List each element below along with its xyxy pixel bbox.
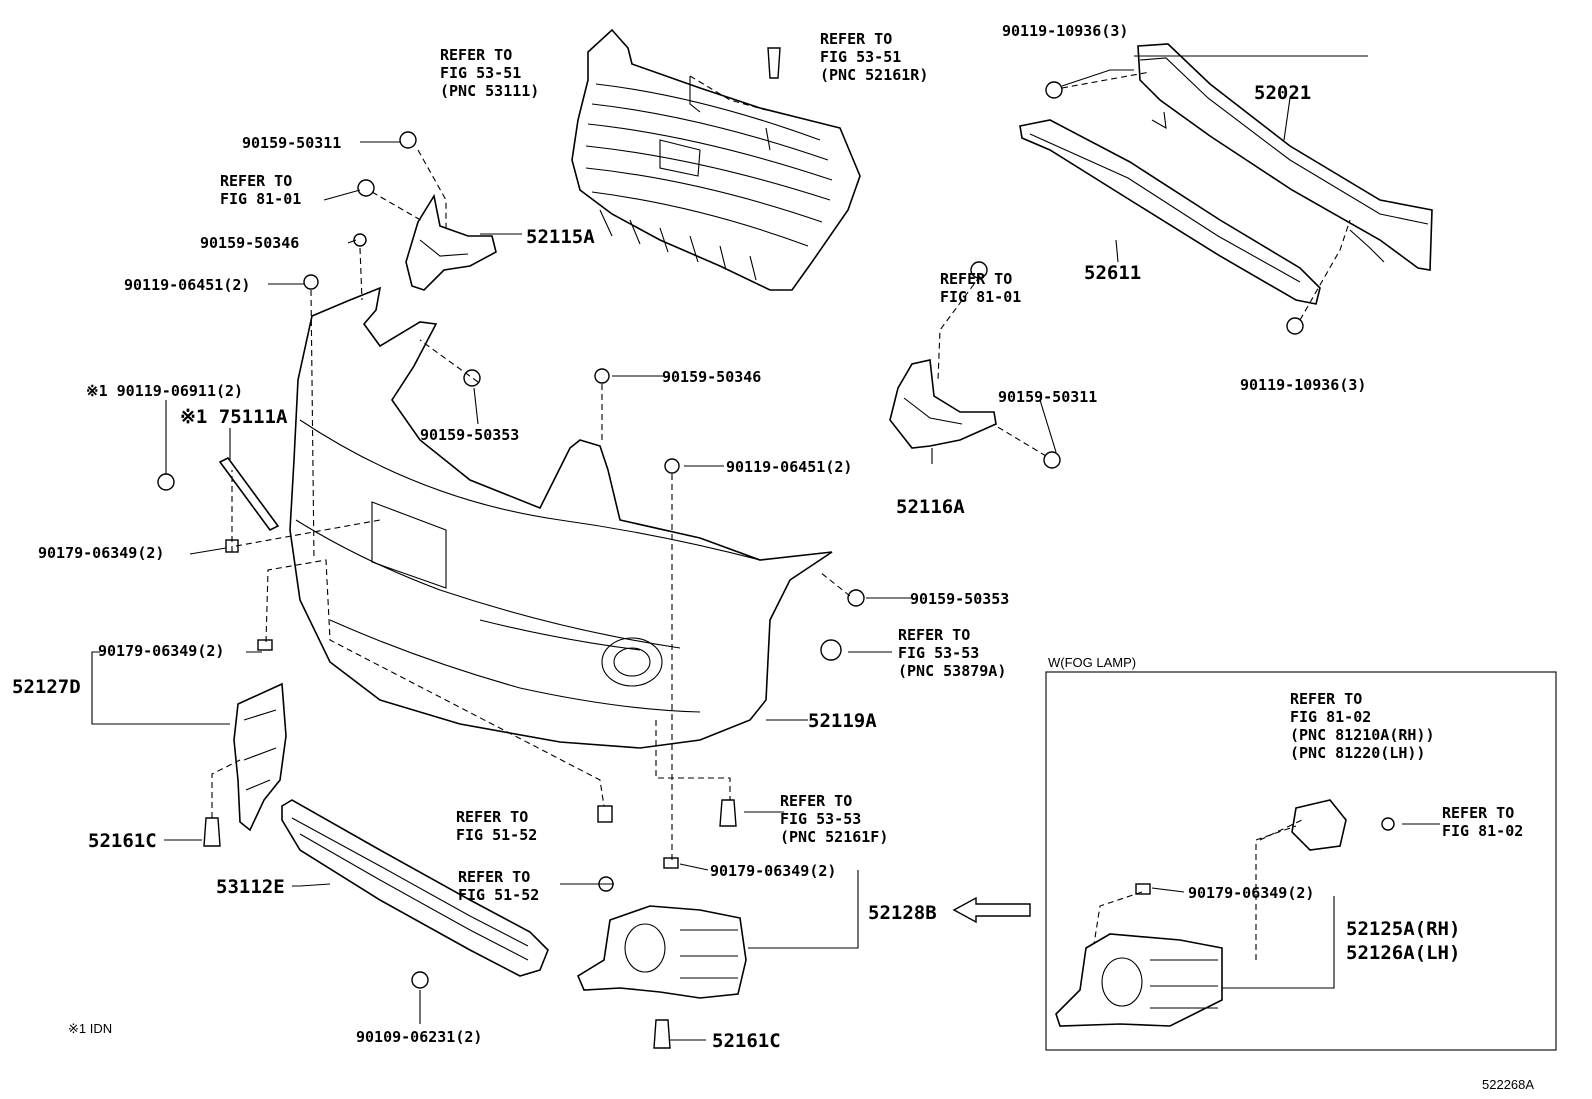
lower-grille xyxy=(281,799,549,977)
footnote: ※1 IDN xyxy=(68,1021,113,1036)
label-90179-06349-a: 90179-06349(2) xyxy=(38,544,165,562)
label-90119-06911: ※1 90119-06911(2) xyxy=(86,382,244,400)
label-90159-50311-left: 90159-50311 xyxy=(242,134,342,152)
label-90119-10936-bottom: 90119-10936(3) xyxy=(1240,376,1367,394)
label-90159-50353-left: 90159-50353 xyxy=(420,426,520,444)
bumper-cover xyxy=(289,286,833,749)
inset-title: W(FOG LAMP) xyxy=(1048,655,1137,670)
bumper-retainer-left xyxy=(405,193,497,291)
assembly-guides xyxy=(211,71,1351,860)
diagram-id: 522268A xyxy=(1482,1077,1535,1092)
license-bracket xyxy=(218,456,280,532)
label-52021: 52021 xyxy=(1254,82,1312,104)
leader-lines xyxy=(91,55,1440,1041)
arrow-left-icon xyxy=(952,896,1031,924)
bumper-reinforcement xyxy=(1137,43,1433,271)
label-52161C-bottom: 52161C xyxy=(712,1030,781,1052)
label-90159-50346-mid: 90159-50346 xyxy=(662,368,762,386)
label-52125A: 52125A(RH) xyxy=(1346,918,1461,940)
label-52115A: 52115A xyxy=(526,226,595,248)
label-90119-06451-mid: 90119-06451(2) xyxy=(726,458,853,476)
bumper-absorber xyxy=(1019,119,1321,305)
label-90159-50353-right: 90159-50353 xyxy=(910,590,1010,608)
fasteners xyxy=(157,47,1304,1049)
label-90179-06349-d: 90179-06349(2) xyxy=(1188,884,1315,902)
label-52119A: 52119A xyxy=(808,710,877,732)
bumper-retainer-right xyxy=(889,359,997,449)
label-90179-06349-c: 90179-06349(2) xyxy=(710,862,837,880)
label-90119-06451-left: 90119-06451(2) xyxy=(124,276,251,294)
label-53112E: 53112E xyxy=(216,876,285,898)
label-90119-10936-top: 90119-10936(3) xyxy=(1002,22,1129,40)
label-52116A: 52116A xyxy=(896,496,965,518)
label-52126A: 52126A(LH) xyxy=(1346,942,1461,964)
label-52127D: 52127D xyxy=(12,676,81,698)
label-52611: 52611 xyxy=(1084,262,1142,284)
label-90179-06349-b: 90179-06349(2) xyxy=(98,642,225,660)
label-75111A: ※1 75111A xyxy=(180,406,288,428)
label-52128B: 52128B xyxy=(868,902,937,924)
label-90159-50311-right: 90159-50311 xyxy=(998,388,1098,406)
bumper-side-cover-left xyxy=(233,682,287,832)
radiator-grille xyxy=(571,28,861,291)
label-90159-50346-left: 90159-50346 xyxy=(200,234,300,252)
label-90109-06231: 90109-06231(2) xyxy=(356,1028,483,1046)
fog-lamp-cover xyxy=(576,905,747,999)
label-52161C-left: 52161C xyxy=(88,830,157,852)
fog-lamp-inset xyxy=(1045,671,1557,1051)
